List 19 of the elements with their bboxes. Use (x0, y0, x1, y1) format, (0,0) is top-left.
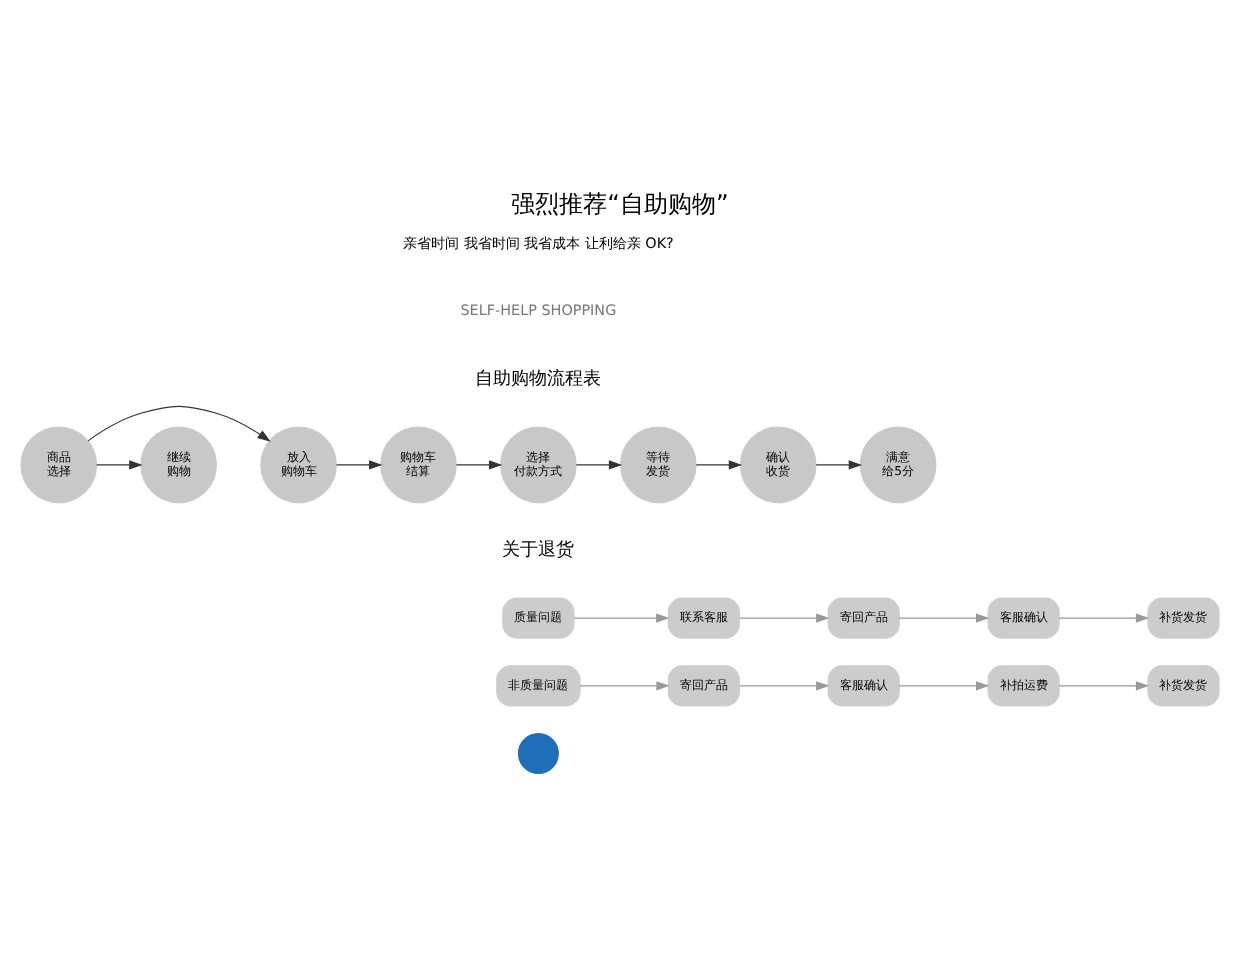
diagram-title: 强烈推荐“自助购物” (511, 189, 729, 218)
arrow (898, 612, 990, 622)
arrow (455, 459, 503, 469)
label: 关于退货 (502, 539, 575, 560)
arrow (87, 404, 271, 441)
arrow (738, 680, 830, 690)
arrow (575, 459, 623, 469)
arrow (1058, 680, 1150, 690)
arrow (335, 459, 383, 469)
arrow (573, 612, 670, 622)
label: 自助购物流程表 (475, 368, 602, 389)
arrow (695, 459, 743, 469)
arrow (96, 459, 143, 469)
arrow (579, 680, 670, 690)
arrow (1058, 612, 1150, 622)
arrow (738, 612, 830, 622)
arrow (898, 680, 990, 690)
node-circle (517, 732, 559, 774)
arrow (815, 459, 862, 469)
